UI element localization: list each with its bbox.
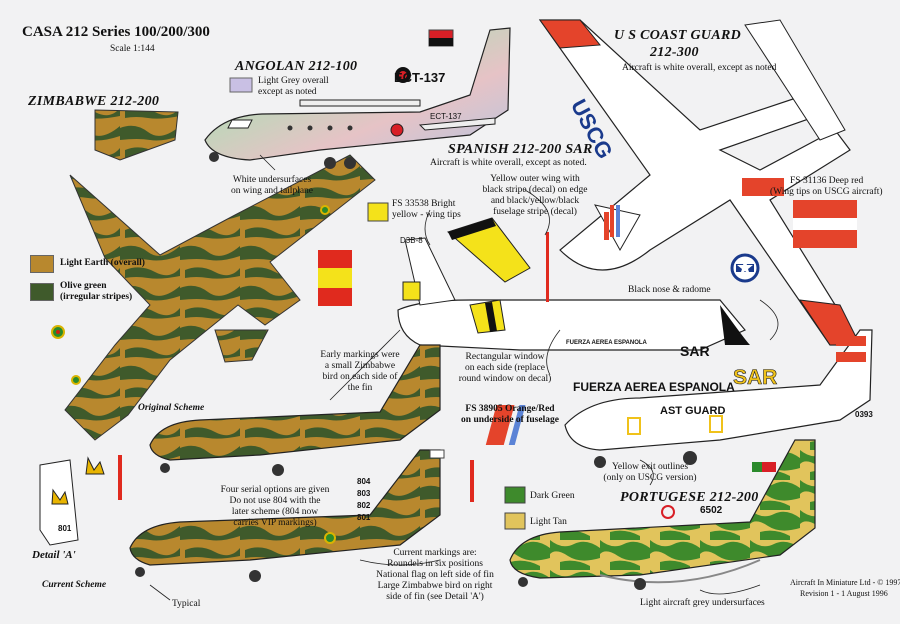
serial-note-2: Do not use 804 with the xyxy=(229,496,321,506)
serial-802: 802 xyxy=(357,501,371,510)
portugal-under-note: Light aircraft grey undersurfaces xyxy=(640,598,765,608)
exit-note-1: Yellow exit outlines xyxy=(611,462,689,472)
early-note-3: bird on each side of xyxy=(322,372,398,382)
angolan-title: ANGOLAN 212-100 xyxy=(235,59,358,74)
zimbabwe-planform xyxy=(51,109,376,441)
serial-note-1: Four serial options are given xyxy=(220,485,330,495)
fs-yellow-note-2: yellow - wing tips xyxy=(392,210,461,220)
fs-orange-note-1: FS 38905 Orange/Red xyxy=(465,404,555,414)
original-scheme-label: Original Scheme xyxy=(138,403,205,413)
early-note-4: the fin xyxy=(347,383,373,393)
spanish-wing-note-1: Yellow outer wing with xyxy=(490,174,580,184)
uscg-serial: 0393 xyxy=(855,410,873,419)
uscg-aircraft xyxy=(538,19,862,346)
serial-note-3: later scheme (804 now xyxy=(231,507,319,517)
light-earth-swatch xyxy=(30,255,54,273)
serial-803: 803 xyxy=(357,489,371,498)
olive-green-label-1: Olive green xyxy=(60,281,107,291)
detail-a-label: Detail 'A' xyxy=(32,549,76,561)
window-note-2: on each side (replace xyxy=(465,363,545,373)
current-markings-4: Large Zimbabwe bird on right xyxy=(377,581,493,591)
portugal-serial: 6502 xyxy=(700,505,723,516)
scale-label: Scale 1:144 xyxy=(110,44,155,54)
spanish-wing-note-4: fuselage stripe (decal) xyxy=(493,207,577,217)
serial-note-4: carries VIP markings) xyxy=(233,518,317,528)
current-markings-1: Current markings are: xyxy=(393,548,477,558)
uscg-title-2: 212-300 xyxy=(650,45,699,60)
light-tan-label: Light Tan xyxy=(530,517,567,527)
uscg-title-1: U S COAST GUARD xyxy=(614,28,742,43)
current-markings-5: side of fin (see Detail 'A') xyxy=(386,592,484,602)
olive-green-label-2: (irregular stripes) xyxy=(60,292,133,302)
spanish-wing-note-3: and black/yellow/black xyxy=(490,196,580,206)
early-note-2: a small Zimbabwe xyxy=(324,361,396,371)
angolan-note-2: except as noted xyxy=(258,87,317,97)
spanish-fuselage-text: FUERZA AEREA ESPANOLA xyxy=(566,340,647,346)
current-scheme-label: Current Scheme xyxy=(42,580,107,590)
angolan-aircraft xyxy=(204,27,511,169)
light-earth-label: Light Earth (overall) xyxy=(60,258,145,268)
leader-lines xyxy=(149,154,779,601)
nose-note: Black nose & radome xyxy=(628,285,711,295)
current-markings-2: Roundels in six positions xyxy=(387,559,483,569)
footer-credit: Aircraft In Miniature Ltd - © 1997 xyxy=(790,578,900,587)
angolan-registration: ECT-137 xyxy=(394,70,446,85)
fs-orange-note-2: on underside of fuselage xyxy=(461,415,559,425)
spanish-big-fuselage-text: FUERZA AEREA ESPANOLA xyxy=(573,380,735,394)
detail-serial: 801 xyxy=(58,524,72,533)
serial-801: 801 xyxy=(357,513,371,522)
footer-revision: Revision 1 - 1 August 1996 xyxy=(800,589,888,598)
zimbabwe-title: ZIMBABWE 212-200 xyxy=(28,94,160,109)
angolan-fuselage-reg: ECT-137 xyxy=(430,112,462,121)
spanish-aircraft xyxy=(318,202,750,351)
dark-green-label: Dark Green xyxy=(530,491,575,501)
exit-note-2: (only on USCG version) xyxy=(603,473,697,483)
angolan-undersurface-note-2: on wing and tailplane xyxy=(230,186,314,196)
spanish-big-sar: SAR xyxy=(733,366,778,390)
uscg-coast-guard: AST GUARD xyxy=(660,405,726,417)
serial-804: 804 xyxy=(357,477,371,486)
spanish-sar: SAR xyxy=(680,343,710,359)
zimbabwe-side-aircraft xyxy=(39,344,445,582)
fs-yellow-note-1: FS 33538 Bright xyxy=(392,199,456,209)
current-markings-3: National flag on left side of fin xyxy=(376,570,494,580)
spanish-fin-code: D3B-8 xyxy=(400,236,423,245)
portuguese-aircraft xyxy=(470,439,816,590)
uscg-side-aircraft xyxy=(485,329,873,468)
page-title: CASA 212 Series 100/200/300 xyxy=(22,24,210,40)
olive-green-swatch xyxy=(30,283,54,301)
early-note-1: Early markings were xyxy=(320,350,400,360)
window-note-3: round window on decal) xyxy=(458,374,552,384)
typical-label: Typical xyxy=(172,599,201,609)
window-note-1: Rectangular window xyxy=(465,352,545,362)
uscg-note: Aircraft is white overall, except as not… xyxy=(622,63,777,73)
angolan-note-1: Light Grey overall xyxy=(258,76,329,86)
fs-red-note-1: FS 31136 Deep red xyxy=(790,176,864,186)
portugal-title: PORTUGESE 212-200 xyxy=(620,490,759,505)
spanish-wing-note-2: black stripe (decal) on edge xyxy=(482,185,588,195)
spanish-note: Aircraft is white overall, except as not… xyxy=(430,158,587,168)
spanish-title: SPANISH 212-200 SAR xyxy=(448,142,593,157)
angolan-undersurface-note-1: White undersurfaces xyxy=(232,175,312,185)
fs-red-note-2: (Wing tips on USCG aircraft) xyxy=(770,187,883,197)
